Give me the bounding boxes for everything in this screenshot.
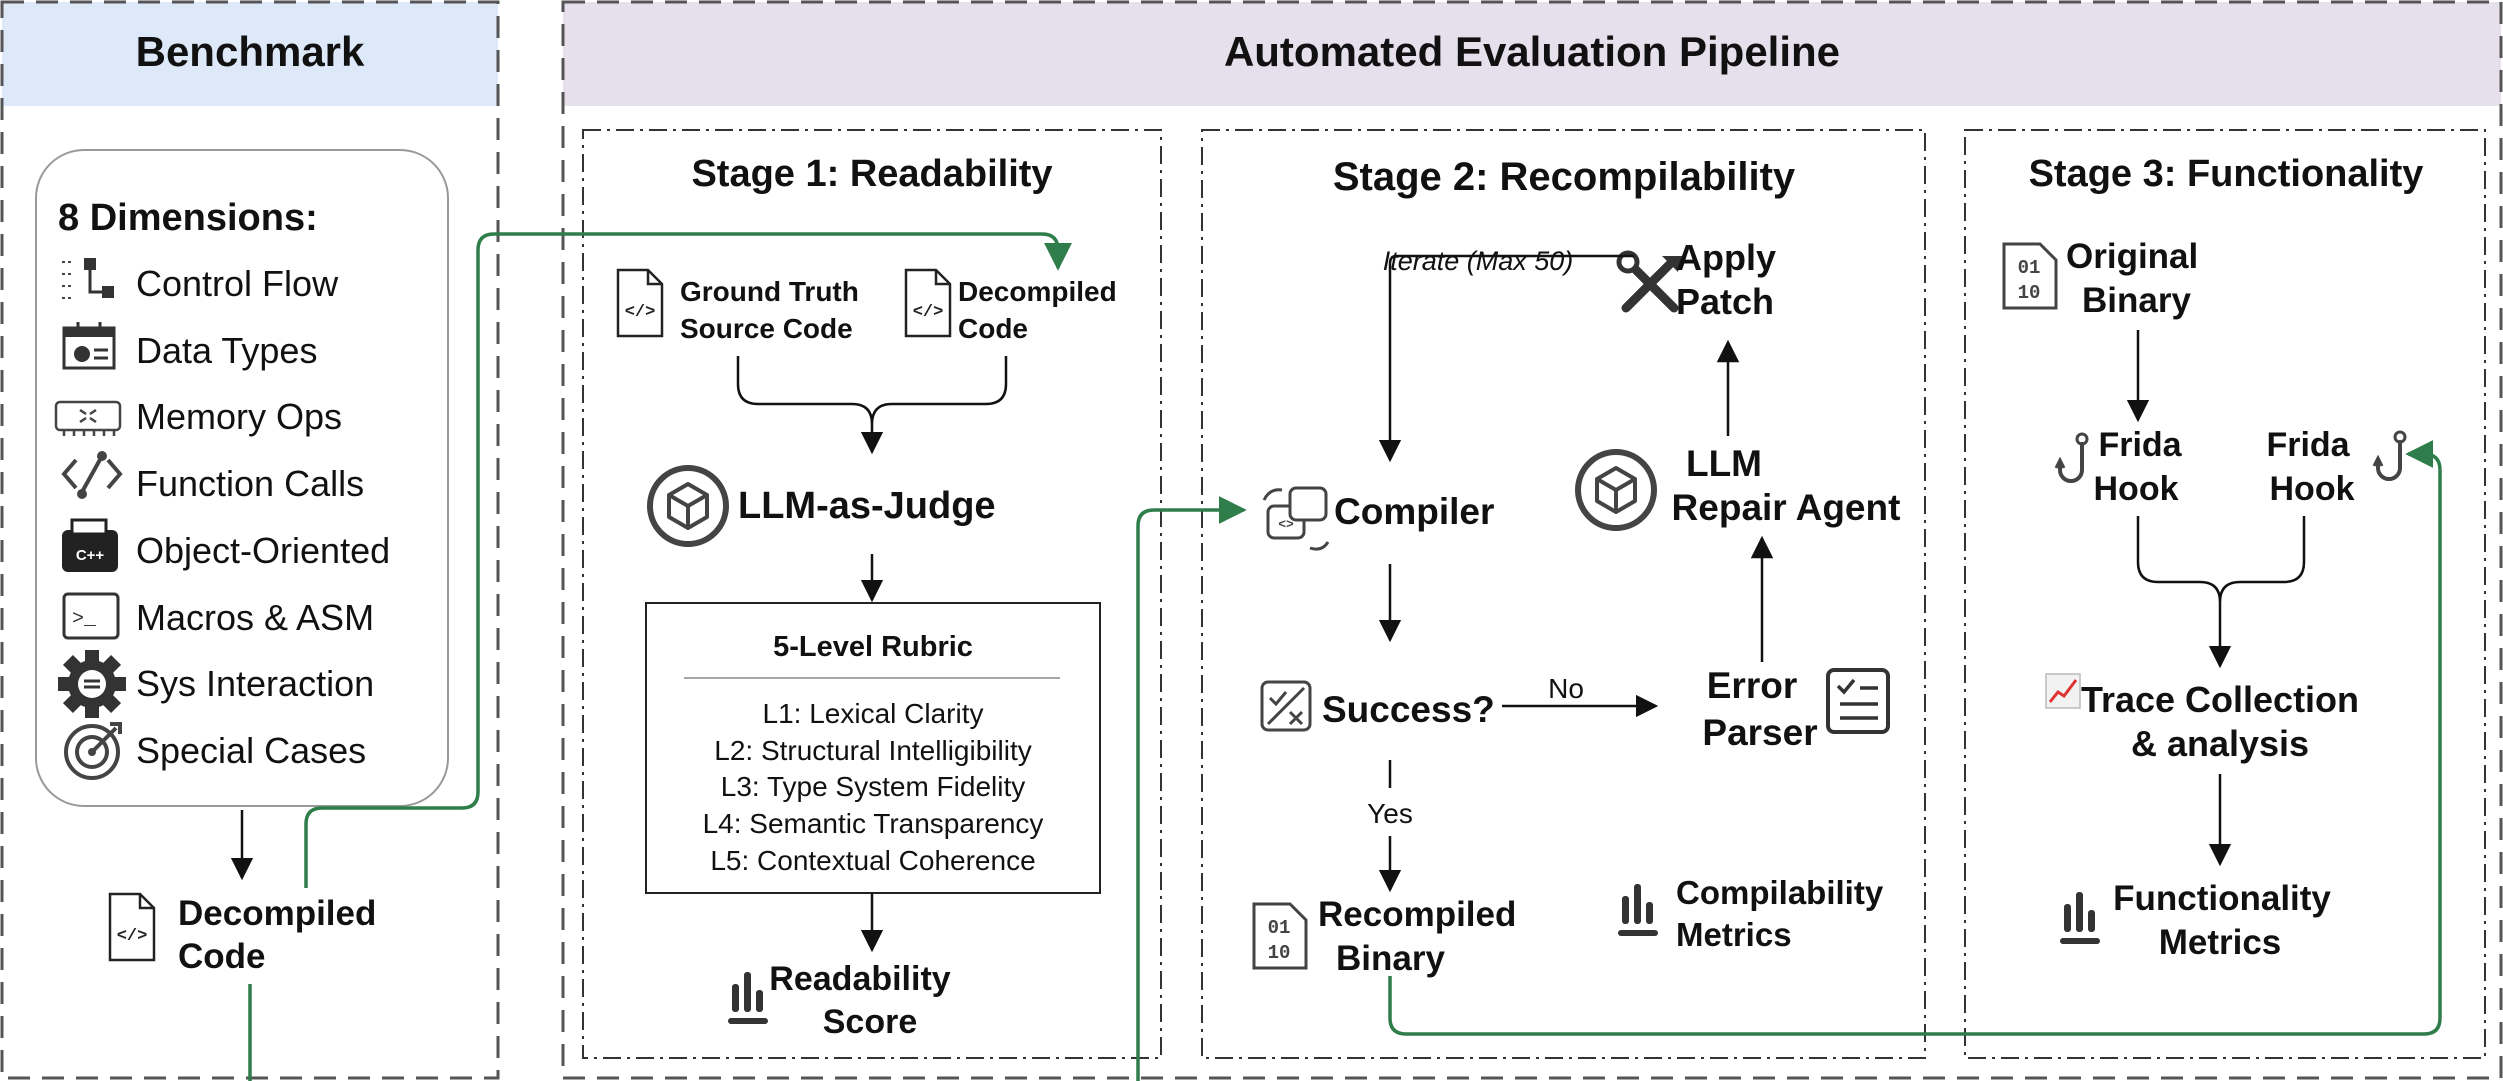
hook2-line2: Hook [2270, 470, 2355, 508]
hook1-line2: Hook [2094, 470, 2179, 508]
frida-hook-icon-2 [2372, 430, 2407, 481]
stage1-decompiled-line1: Decompiled [958, 276, 1117, 307]
functionality-metrics-icon [2060, 892, 2100, 944]
ground-truth-icon [616, 268, 664, 338]
green-arrow-to-compiler [1136, 496, 1247, 1081]
compiler-label: Compiler [1334, 491, 1494, 532]
benchmark-output-line2: Code [178, 937, 266, 976]
compilability-line1: Compilability [1676, 874, 1884, 911]
dimensions-card [35, 149, 449, 807]
green-arrow-to-stage1 [304, 232, 1072, 888]
trace-line2: & analysis [2131, 723, 2309, 764]
iterate-label: Iterate (Max 50) [1383, 246, 1574, 276]
stage2-title: Stage 2: Recompilability [1333, 155, 1796, 199]
stage3-box [1964, 129, 2486, 1059]
stage1-decompiled-icon [904, 268, 952, 338]
compilability-metrics-icon [1618, 884, 1658, 936]
error-parser-line1: Error [1707, 665, 1797, 706]
llm-judge-label: LLM-as-Judge [738, 485, 996, 527]
rubric-level-2: L2: Structural Intelligibility [714, 735, 1031, 766]
recompiled-line2: Binary [1336, 939, 1445, 978]
control-flow-icon [62, 258, 114, 299]
dimension-memory-ops: Memory Ops [136, 396, 342, 437]
tools-icon [1616, 250, 1682, 313]
dimension-special-cases: Special Cases [136, 730, 366, 771]
functionality-line2: Metrics [2159, 923, 2282, 962]
apply-patch-line2: Patch [1676, 281, 1774, 322]
recompiled-line1: Recompiled [1318, 895, 1516, 934]
svg-text:C++: C++ [76, 547, 105, 564]
arrow-patch-to-compiler [1378, 254, 1634, 463]
data-types-icon [62, 322, 116, 370]
hook2-line1: Frida [2266, 426, 2350, 464]
object-oriented-icon: C++ [62, 518, 118, 572]
stage3-title: Stage 3: Functionality [2029, 153, 2424, 195]
trace-line1: Trace Collection [2081, 679, 2359, 720]
compilability-line2: Metrics [1676, 916, 1792, 953]
checklist-icon [1826, 668, 1890, 734]
hook1-line1: Frida [2098, 426, 2182, 464]
rubric-level-3: L3: Type System Fidelity [721, 771, 1026, 802]
original-line1: Original [2066, 237, 2198, 276]
trend-chart-icon [2045, 673, 2081, 709]
recompiled-binary-icon [1252, 902, 1308, 970]
dimension-sys-interaction: Sys Interaction [136, 663, 374, 704]
compiler-icon: <> [1262, 486, 1330, 551]
rubric-level-5: L5: Contextual Coherence [710, 845, 1035, 876]
readability-score-line2: Score [823, 1003, 918, 1041]
no-label: No [1548, 673, 1584, 704]
repair-agent-icon [1578, 452, 1654, 528]
original-binary-icon [2002, 242, 2058, 310]
pipeline-header-band [563, 2, 2501, 106]
stage1-title: Stage 1: Readability [691, 153, 1052, 195]
error-parser-line2: Parser [1702, 712, 1817, 753]
rubric-title: 5-Level Rubric [773, 631, 973, 663]
dimensions-title: 8 Dimensions: [58, 197, 318, 239]
stage1-box [582, 129, 1162, 1059]
dimension-control-flow: Control Flow [136, 263, 339, 304]
llm-judge-icon [650, 468, 726, 544]
terminal-icon: >_ [62, 592, 120, 640]
pipeline-panel [561, 0, 2503, 1080]
frida-hook-icon-1 [2054, 432, 2089, 483]
apply-patch-line1: Apply [1676, 237, 1776, 278]
gear-icon [58, 650, 126, 718]
rubric-level-4: L4: Semantic Transparency [703, 808, 1044, 839]
dimension-data-types: Data Types [136, 330, 317, 371]
readability-score-line1: Readability [769, 960, 950, 998]
stage1-merge-arrow [736, 356, 1008, 452]
readability-score-icon [728, 972, 768, 1024]
repair-agent-line1: LLM [1686, 443, 1762, 484]
pipeline-header: Automated Evaluation Pipeline [1224, 28, 1840, 75]
svg-text:<>: <> [1278, 517, 1294, 532]
rubric-box [645, 602, 1101, 894]
original-line2: Binary [2082, 281, 2191, 320]
function-calls-icon [61, 451, 123, 499]
success-label: Success? [1322, 689, 1495, 730]
functionality-line1: Functionality [2113, 879, 2331, 918]
repair-agent-line2: Repair Agent [1672, 487, 1901, 528]
benchmark-output-line1: Decompiled [178, 894, 376, 933]
rubric-level-1: L1: Lexical Clarity [763, 698, 984, 729]
target-icon [64, 722, 122, 780]
decompiled-code-icon [108, 892, 156, 962]
stage1-decompiled-line2: Code [958, 313, 1028, 344]
dimension-macros-asm: Macros & ASM [136, 597, 374, 638]
yes-label: Yes [1367, 798, 1413, 829]
ground-truth-line1: Ground Truth [680, 276, 859, 307]
dimension-object-oriented: Object-Oriented [136, 530, 390, 571]
benchmark-header: Benchmark [136, 28, 365, 75]
check-cross-icon [1260, 680, 1312, 732]
ground-truth-line2: Source Code [680, 313, 853, 344]
stage2-box [1201, 129, 1926, 1059]
benchmark-header-band [2, 2, 498, 106]
svg-text:>_: >_ [72, 608, 97, 631]
dimension-function-calls: Function Calls [136, 463, 364, 504]
memory-ops-icon [54, 400, 122, 436]
stage3-merge-arrow [2136, 516, 2306, 666]
green-arrow-to-hook [1388, 440, 2442, 1036]
